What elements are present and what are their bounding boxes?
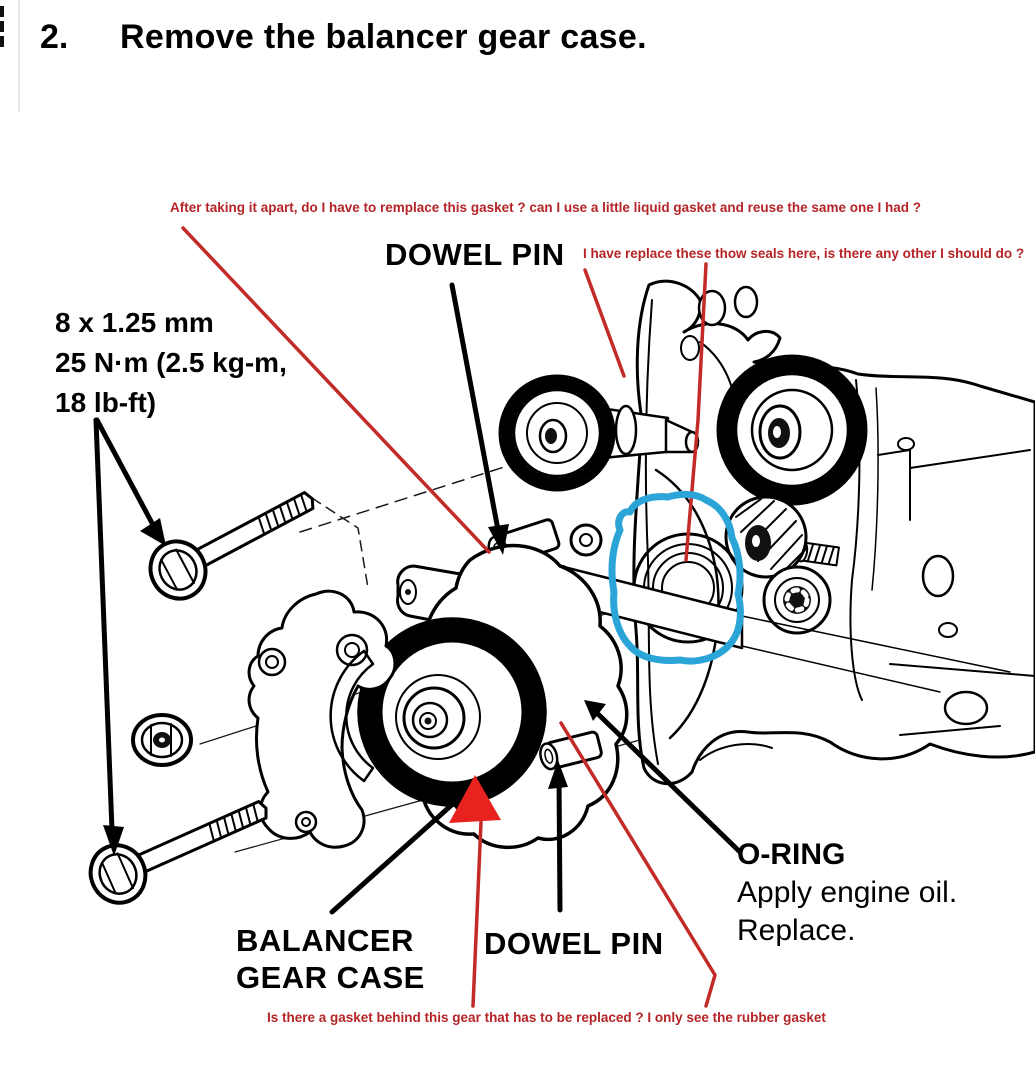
retainer-plate-drawing xyxy=(247,589,397,849)
red-leader-gear-question xyxy=(471,820,483,1008)
label-oring: O-RING Apply engine oil. Replace. xyxy=(737,836,957,950)
flange-bolt-lower-drawing xyxy=(88,800,268,905)
label-balancer-gear-case: BALANCER GEAR CASE xyxy=(236,922,425,996)
balancer-gear-case-drawing xyxy=(357,518,629,850)
engine-case-drawing xyxy=(498,279,1035,786)
shaft-seal-collar-drawing xyxy=(614,404,638,456)
flange-bolt-upper-drawing xyxy=(148,491,315,601)
label-dowel-pin-bottom: DOWEL PIN xyxy=(484,926,664,961)
bolt-spec-line: 8 x 1.25 mm xyxy=(55,307,214,338)
label-dowel-pin-top: DOWEL PIN xyxy=(385,237,565,272)
spline-bore-drawing xyxy=(762,565,832,635)
red-leader-seal-left xyxy=(583,268,626,378)
red-leader-rubber-gasket xyxy=(559,721,717,1008)
annotation-top-question: After taking it apart, do I have to remp… xyxy=(170,200,921,215)
red-leader-top-gasket xyxy=(181,226,491,554)
balancer-label-line: BALANCER xyxy=(236,923,414,958)
step-title: Remove the balancer gear case. xyxy=(120,18,647,56)
label-bolt-spec: 8 x 1.25 mm 25 N·m (2.5 kg-m, 18 lb-ft) xyxy=(55,303,287,423)
blue-highlight-circle xyxy=(608,490,744,665)
oring-instruction: Replace. xyxy=(737,914,856,947)
red-leader-seal-right xyxy=(684,262,708,562)
balancer-label-line: GEAR CASE xyxy=(236,960,425,995)
annotation-bottom-question: Is there a gasket behind this gear that … xyxy=(267,1010,826,1025)
fasteners-drawing xyxy=(88,491,315,905)
step-number: 2. xyxy=(40,18,69,56)
red-annotation-lines xyxy=(181,226,717,1008)
red-arrow-marker-icon xyxy=(449,775,501,823)
oring-instruction: Apply engine oil. xyxy=(737,876,958,909)
bolt-spec-line: 25 N·m (2.5 kg-m, xyxy=(55,347,287,378)
annotation-seals-question: I have replace these thow seals here, is… xyxy=(583,246,1025,261)
engine-pulley-drawing xyxy=(716,354,868,506)
oring-title: O-RING xyxy=(737,838,846,871)
flange-nut-drawing xyxy=(131,713,193,767)
binding-marks-icon xyxy=(0,0,20,112)
helical-gear-drawing xyxy=(724,495,808,579)
bolt-spec-line: 18 lb-ft) xyxy=(55,387,157,418)
balancer-shaft-pulley-drawing xyxy=(498,374,616,492)
leader-arrows xyxy=(93,282,743,915)
